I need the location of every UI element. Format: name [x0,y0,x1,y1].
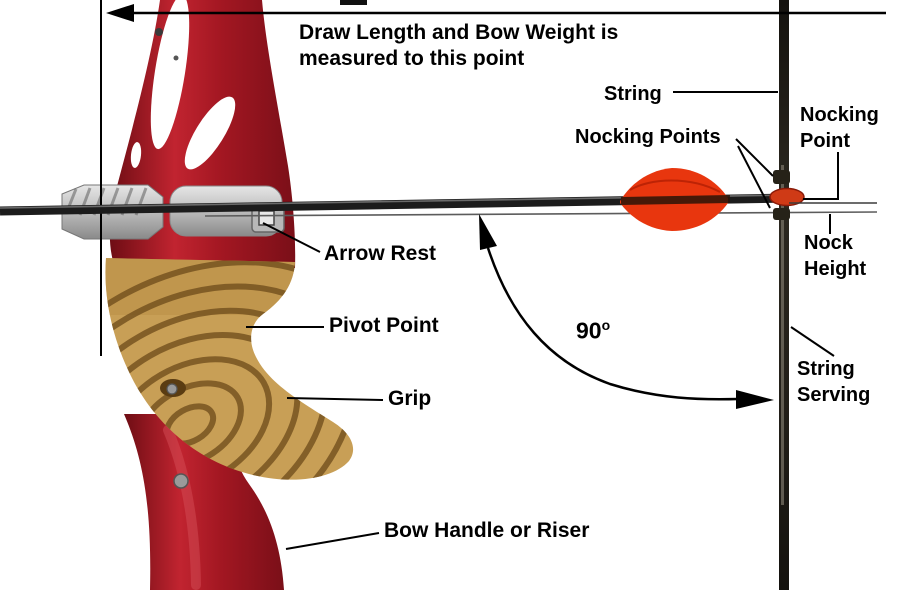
bow-handle-label: Bow Handle or Riser [384,519,590,542]
arrow-rest-window [258,210,275,226]
nocking-point-label: Nocking Point [800,102,879,154]
draw-length-note-line2: measured to this point [299,47,525,70]
riser-cutout-small [130,142,142,168]
grip-leader [286,397,384,401]
red-handle [124,414,284,590]
string-serving-label-line1: String [797,358,855,380]
nocking-point-label-line2: Point [800,130,850,152]
riser-cutout-lower [184,96,236,170]
angle-90-label: 90o [576,312,610,344]
riser-hole [155,28,163,36]
arrow-nock [769,187,805,207]
arrow-rest-label: Arrow Rest [324,242,437,265]
string-serving-sheen [781,165,784,505]
string-serving-leader [790,326,835,357]
angle-arc-arrow [486,247,739,401]
nocking-point-label-line1: Nocking [800,104,879,126]
angle-degree-mark: o [601,317,611,333]
grip-screw [166,383,178,395]
angle-value: 90 [576,317,602,344]
nocking-points-leader-bottom [737,145,771,209]
pivot-point-label: Pivot Point [329,314,439,337]
arrow-rest-leader [262,222,321,253]
riser-cutout-upper [150,0,190,150]
red-handle-highlight [163,425,201,590]
bow-handle-leader [285,532,380,550]
string-serving-label: String Serving [797,356,870,408]
string-serving-label-line2: Serving [797,384,871,406]
nock-height-label-line1: Nock [804,232,853,254]
nocking-point-marker-bottom [773,208,790,220]
handle-bolt [173,473,189,489]
fletching-vane-edge [629,179,721,193]
draw-length-note: Draw Length and Bow Weight is measured t… [299,20,618,72]
draw-length-arrowhead [106,4,134,22]
nocking-point-leader [803,152,839,200]
riser-dot [173,55,179,61]
nock-height-label-line2: Height [804,258,867,280]
grip-label: Grip [388,387,432,410]
string-label: String [604,83,662,105]
nocking-points-leader-top [735,138,774,177]
top-crop-bar [340,0,367,5]
draw-length-note-line1: Draw Length and Bow Weight is [299,21,619,44]
nocking-point-marker-top [773,170,790,184]
nock-height-label: Nock Height [804,230,866,282]
fletching-shaft-core [620,195,731,205]
angle-arrowhead-up [479,214,497,250]
angle-arrowhead-right [736,390,774,409]
nocking-points-label: Nocking Points [575,126,721,148]
nock-height-line-lower [204,211,878,217]
